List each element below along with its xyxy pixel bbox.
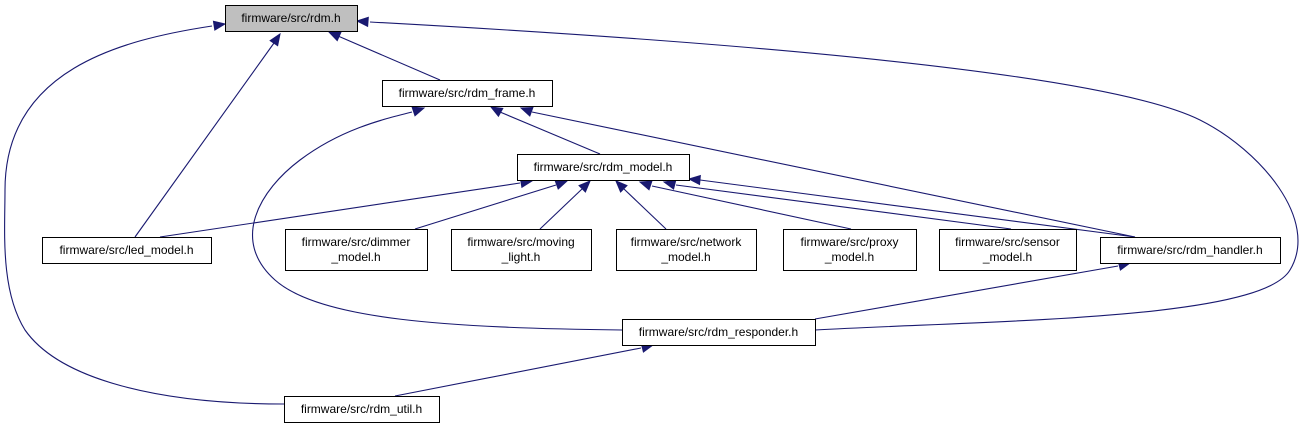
edge-line <box>814 265 1119 320</box>
node-box[interactable] <box>783 229 917 271</box>
node-box[interactable] <box>284 396 440 423</box>
node-box[interactable] <box>382 80 553 107</box>
edge-led_model-to-rdm <box>134 32 281 238</box>
edge-line <box>499 111 601 155</box>
node-box[interactable] <box>1100 237 1281 264</box>
edge-line <box>369 21 1299 331</box>
edge-network_model-to-rdm_model <box>615 180 667 230</box>
node-label: _model.h <box>330 250 380 264</box>
node-rdm-handler[interactable]: firmware/src/rdm_handler.h <box>1100 237 1281 264</box>
node-box[interactable] <box>616 229 757 271</box>
edge-rdm_handler-to-rdm_frame <box>519 107 1136 238</box>
arrowhead-icon <box>327 31 342 42</box>
edge-line <box>675 184 1012 230</box>
edge-rdm_responder-to-rdm <box>355 16 1299 331</box>
node-rdm-util[interactable]: firmware/src/rdm_util.h <box>284 396 440 423</box>
node-proxy-model[interactable]: firmware/src/proxy_model.h <box>783 229 917 271</box>
edge-line <box>159 182 521 238</box>
node-dimmer-model[interactable]: firmware/src/dimmer_model.h <box>285 229 428 271</box>
node-label: firmware/src/moving <box>467 235 574 249</box>
arrowhead-icon <box>687 174 701 186</box>
edge-line <box>4 25 285 405</box>
arrowhead-icon <box>615 180 628 193</box>
arrowhead-icon <box>269 32 281 47</box>
node-box[interactable] <box>42 237 212 264</box>
edge-proxy_model-to-rdm_model <box>638 180 852 230</box>
arrowhead-icon <box>519 107 534 117</box>
node-moving-light[interactable]: firmware/src/moving_light.h <box>451 229 592 271</box>
arrowhead-icon <box>554 180 569 190</box>
edge-line <box>539 188 583 230</box>
node-led-model[interactable]: firmware/src/led_model.h <box>42 237 212 264</box>
node-label: _model.h <box>824 250 874 264</box>
edge-moving_light-to-rdm_model <box>539 180 591 230</box>
node-box[interactable] <box>225 5 358 32</box>
node-label: firmware/src/proxy <box>800 235 898 249</box>
node-rdm-responder[interactable]: firmware/src/rdm_responder.h <box>622 319 816 346</box>
arrowhead-icon <box>578 180 591 193</box>
edge-line <box>134 42 275 238</box>
node-label: firmware/src/rdm_util.h <box>301 402 422 416</box>
arrowhead-icon <box>662 179 677 190</box>
arrowhead-icon <box>638 180 653 191</box>
node-label: firmware/src/led_model.h <box>59 243 193 257</box>
edge-rdm_util-to-rdm <box>4 20 285 405</box>
edge-led_model-to-rdm_model <box>159 177 534 238</box>
node-box[interactable] <box>622 319 816 346</box>
edge-rdm_responder-to-rdm_frame <box>252 106 623 331</box>
edge-rdm_frame-to-rdm <box>327 31 441 81</box>
edge-rdm_handler-to-rdm_model <box>687 174 1136 238</box>
node-label: _model.h <box>660 250 710 264</box>
edge-line <box>414 184 557 230</box>
edge-line <box>394 347 642 397</box>
node-label: firmware/src/rdm_model.h <box>534 160 673 174</box>
node-label: firmware/src/sensor <box>955 235 1060 249</box>
node-rdm-model[interactable]: firmware/src/rdm_model.h <box>517 154 690 181</box>
node-label: _model.h <box>982 250 1032 264</box>
edge-line <box>337 35 441 81</box>
arrowhead-icon <box>212 20 227 31</box>
edge-line <box>623 188 667 230</box>
arrowhead-icon <box>489 106 504 118</box>
node-label: _light.h <box>501 250 541 264</box>
edge-line <box>531 111 1136 238</box>
node-label: firmware/src/rdm_frame.h <box>399 86 536 100</box>
arrowhead-icon <box>411 106 426 117</box>
node-label: firmware/src/rdm_handler.h <box>1117 243 1262 257</box>
node-rdm[interactable]: firmware/src/rdm.h <box>225 5 358 32</box>
node-box[interactable] <box>939 229 1077 271</box>
node-label: firmware/src/rdm.h <box>241 11 340 25</box>
arrowhead-icon <box>355 16 369 28</box>
edge-rdm_util-to-rdm_responder <box>394 342 655 397</box>
node-sensor-model[interactable]: firmware/src/sensor_model.h <box>939 229 1077 271</box>
node-box[interactable] <box>517 154 690 181</box>
edge-sensor_model-to-rdm_model <box>662 179 1012 230</box>
node-box[interactable] <box>451 229 592 271</box>
node-label: firmware/src/rdm_responder.h <box>639 325 798 339</box>
edge-line <box>651 185 852 230</box>
node-network-model[interactable]: firmware/src/network_model.h <box>616 229 757 271</box>
edge-rdm_model-to-rdm_frame <box>489 106 601 155</box>
node-rdm-frame[interactable]: firmware/src/rdm_frame.h <box>382 80 553 107</box>
edge-line <box>699 179 1136 238</box>
edge-line <box>252 111 623 331</box>
node-box[interactable] <box>285 229 428 271</box>
node-label: firmware/src/network <box>631 235 743 249</box>
node-label: firmware/src/dimmer <box>302 235 411 249</box>
